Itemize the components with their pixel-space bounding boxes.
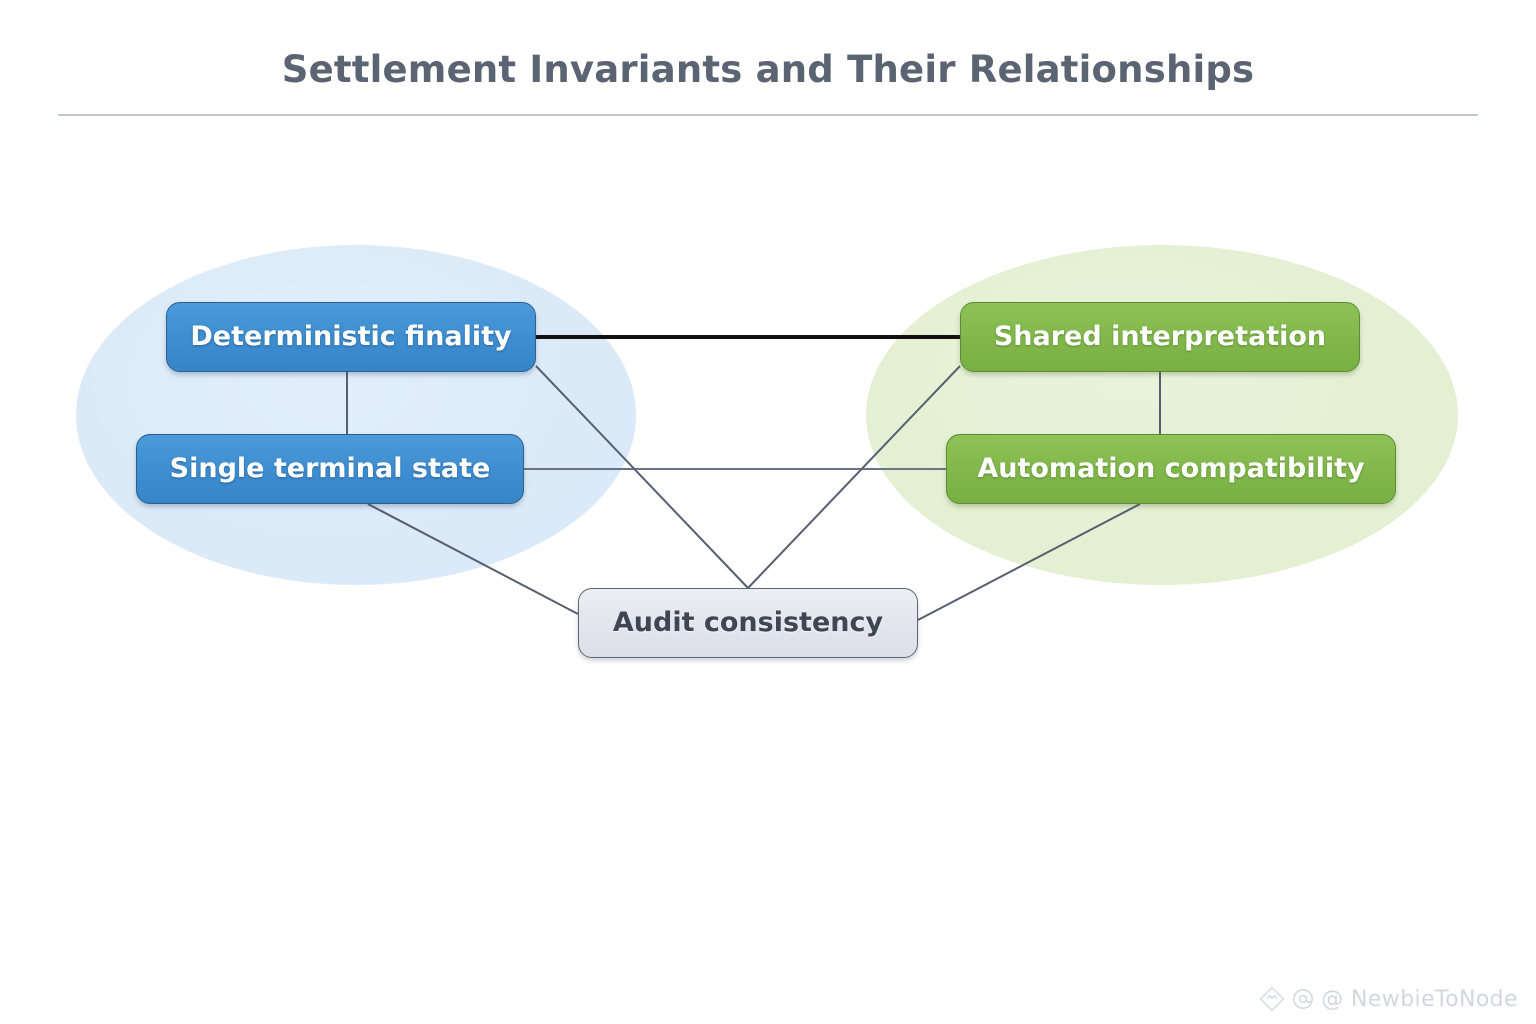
- node-shared-interpretation-label: Shared interpretation: [993, 321, 1327, 353]
- node-deterministic-finality-label: Deterministic finality: [190, 321, 512, 353]
- edge-single-terminal-state-audit-consistency: [367, 503, 579, 615]
- node-shared-interpretation[interactable]: Shared interpretation: [960, 302, 1360, 372]
- interoperability-cluster-ellipse: [866, 245, 1458, 585]
- edge-shared-interpretation-audit-consistency: [747, 365, 961, 589]
- node-automation-compatibility[interactable]: Automation compatibility: [946, 434, 1396, 504]
- node-single-terminal-state[interactable]: Single terminal state: [136, 434, 524, 504]
- edge-deterministic-finality-audit-consistency: [535, 365, 749, 589]
- node-automation-compatibility-label: Automation compatibility: [977, 453, 1365, 485]
- settlement-cluster-ellipse: [76, 245, 636, 585]
- header-divider: [58, 114, 1478, 116]
- page-title: Settlement Invariants and Their Relation…: [281, 48, 1255, 91]
- watermark-handle: @ NewbieToNode: [1321, 986, 1518, 1012]
- watermark: @ NewbieToNode: [1259, 986, 1518, 1012]
- diamond-logo-icon: [1259, 986, 1285, 1012]
- at-sign-icon: [1293, 989, 1314, 1009]
- edge-automation-compatibility-audit-consistency: [917, 503, 1141, 621]
- node-audit-consistency[interactable]: Audit consistency: [578, 588, 918, 658]
- node-deterministic-finality[interactable]: Deterministic finality: [166, 302, 536, 372]
- node-audit-consistency-label: Audit consistency: [612, 607, 884, 639]
- node-single-terminal-state-label: Single terminal state: [169, 453, 491, 485]
